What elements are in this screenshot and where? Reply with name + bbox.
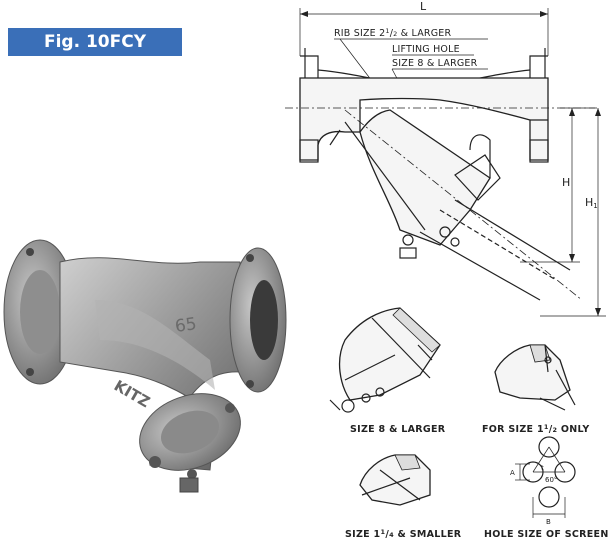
- caption-size1quarter: SIZE 11/4 & SMALLER: [345, 528, 462, 540]
- rib-callout: RIB SIZE 21/2 & LARGER: [334, 27, 451, 39]
- dim-height1: H1: [585, 196, 598, 210]
- lifting-hole-size: SIZE 8 & LARGER: [392, 58, 478, 69]
- caption-size8: SIZE 8 & LARGER: [350, 424, 446, 435]
- dim-length: L: [420, 0, 427, 13]
- figure-label: Fig. 10FCY: [8, 28, 182, 56]
- dim-height: H: [562, 176, 570, 189]
- main-drawing: L RIB SIZE 21/2 & LARGER LIFTING HOLE SI…: [285, 0, 606, 317]
- screen-label-angle: 60°: [545, 476, 557, 484]
- caption-screen: HOLE SIZE OF SCREEN: [484, 529, 609, 540]
- casting-number: 65: [174, 314, 198, 337]
- strainer-photo: 65 KITZ: [3, 239, 287, 493]
- detail-size8: SIZE 8 & LARGER: [329, 307, 446, 435]
- casting-brand: KITZ: [111, 376, 153, 411]
- screen-label-t: t: [541, 464, 544, 472]
- detail-size1quarter: SIZE 11/4 & SMALLER: [345, 454, 462, 540]
- lifting-hole-label: LIFTING HOLE: [392, 44, 460, 55]
- screen-label-b: B: [546, 518, 551, 526]
- detail-screen-holes: A B t 60° HOLE SIZE OF SCREEN: [484, 436, 609, 540]
- screen-label-a: A: [510, 469, 515, 477]
- caption-size1half: FOR SIZE 11/2 ONLY: [482, 423, 590, 435]
- detail-size1half: FOR SIZE 11/2 ONLY: [482, 344, 590, 435]
